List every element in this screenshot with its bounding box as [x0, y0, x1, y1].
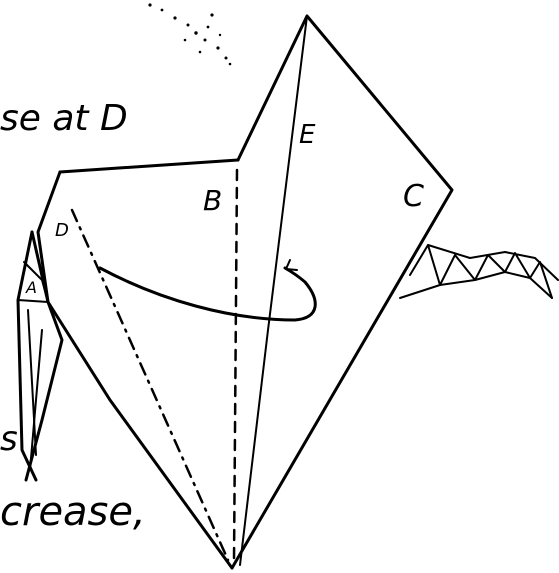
- right-tail: [399, 244, 559, 299]
- vertical-valley-fold: [232, 168, 239, 562]
- label-b: B: [203, 184, 222, 217]
- left-leg-flap: [16, 230, 64, 482]
- scribble-specks: [148, 3, 232, 66]
- mountain-fold-line: [70, 208, 230, 562]
- annotation-bottom-left: crease,: [0, 489, 146, 535]
- top-left-edge: [58, 158, 240, 174]
- label-e: E: [299, 120, 316, 150]
- center-crease-solid: [239, 15, 308, 566]
- annotation-left-edge: s: [0, 419, 18, 459]
- label-c: C: [403, 179, 424, 214]
- label-a: A: [25, 278, 37, 297]
- annotation-top-left: se at D: [0, 98, 128, 139]
- kite-outline: [230, 14, 454, 570]
- label-d: D: [55, 220, 69, 241]
- arrow-head: [285, 259, 298, 271]
- rotation-arrow: [98, 266, 317, 322]
